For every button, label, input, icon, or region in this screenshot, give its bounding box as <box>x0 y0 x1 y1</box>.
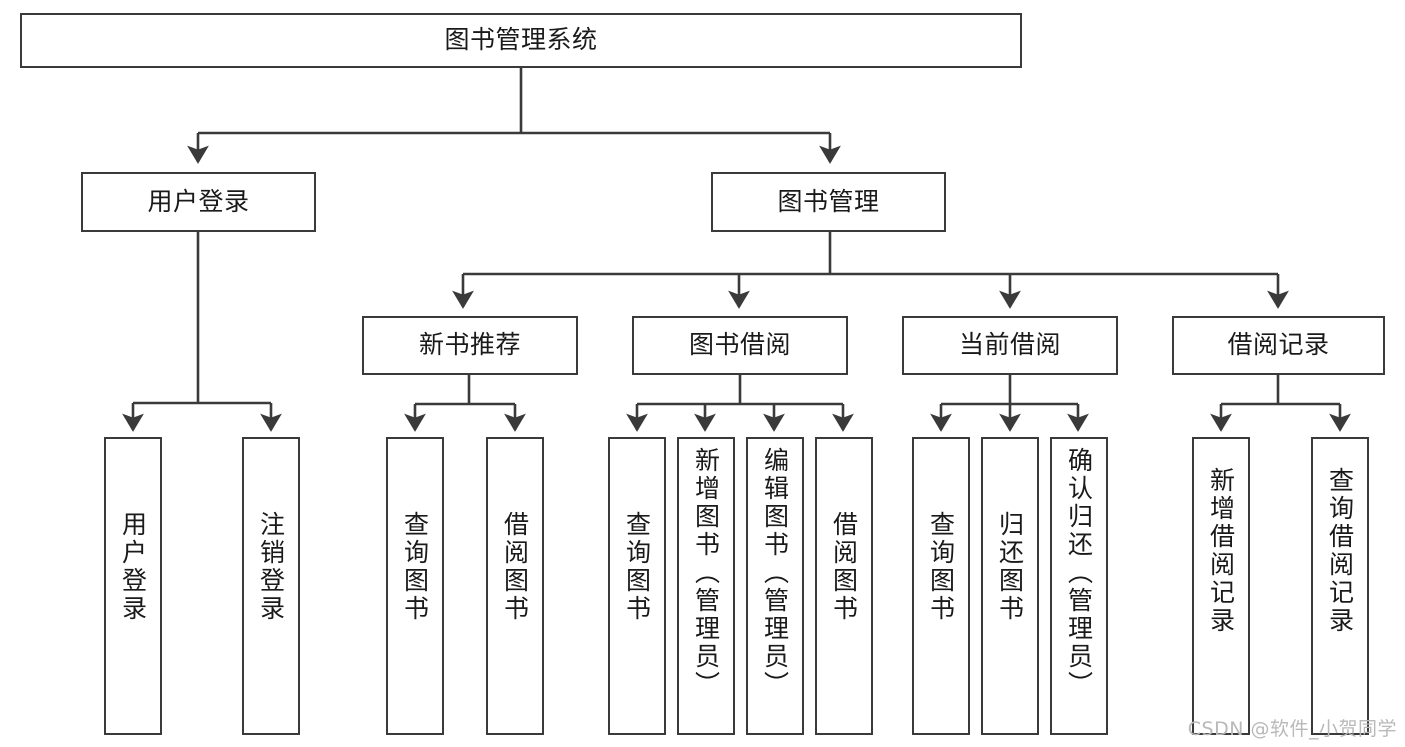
node-book-management[interactable]: 图书管理 <box>711 172 946 232</box>
node-book-borrow[interactable]: 图书借阅 <box>632 316 848 375</box>
leaf-borrow-record-add-label: 新增借阅记录 <box>1206 467 1236 635</box>
node-current-borrow-label: 当前借阅 <box>958 330 1061 360</box>
node-root-label: 图书管理系统 <box>444 25 598 55</box>
csdn-watermark: CSDN @软件_小贺同学 <box>1187 718 1397 740</box>
leaf-user-login-logout[interactable]: 注销登录 <box>242 437 300 735</box>
leaf-book-borrow-edit-label: 编辑图书（管理员） <box>760 447 790 699</box>
node-book-management-label: 图书管理 <box>777 186 880 216</box>
node-new-book-recommend[interactable]: 新书推荐 <box>362 316 578 375</box>
node-root[interactable]: 图书管理系统 <box>20 13 1022 68</box>
leaf-current-borrow-query[interactable]: 查询图书 <box>912 437 970 735</box>
leaf-book-borrow-query[interactable]: 查询图书 <box>608 437 666 735</box>
leaf-borrow-record-query-label: 查询借阅记录 <box>1325 467 1355 635</box>
leaf-current-borrow-confirm-return[interactable]: 确认归还（管理员） <box>1050 437 1108 735</box>
leaf-new-book-query-label: 查询图书 <box>400 511 430 623</box>
node-user-login-label: 用户登录 <box>147 186 250 216</box>
leaf-current-borrow-query-label: 查询图书 <box>926 511 956 623</box>
leaf-book-borrow-borrow[interactable]: 借阅图书 <box>815 437 873 735</box>
leaf-book-borrow-add-label: 新增图书（管理员） <box>691 447 721 699</box>
leaf-new-book-borrow-label: 借阅图书 <box>500 511 530 623</box>
leaf-user-login-login-label: 用户登录 <box>118 511 148 623</box>
node-new-book-recommend-label: 新书推荐 <box>418 330 521 360</box>
leaf-user-login-logout-label: 注销登录 <box>256 511 286 623</box>
leaf-book-borrow-edit[interactable]: 编辑图书（管理员） <box>746 437 804 735</box>
leaf-current-borrow-return[interactable]: 归还图书 <box>981 437 1039 735</box>
leaf-book-borrow-add[interactable]: 新增图书（管理员） <box>677 437 735 735</box>
node-current-borrow[interactable]: 当前借阅 <box>902 316 1118 375</box>
leaf-book-borrow-query-label: 查询图书 <box>622 511 652 623</box>
node-borrow-record-label: 借阅记录 <box>1227 330 1330 360</box>
leaf-current-borrow-confirm-return-label: 确认归还（管理员） <box>1064 447 1094 699</box>
leaf-borrow-record-add[interactable]: 新增借阅记录 <box>1192 437 1250 735</box>
leaf-borrow-record-query[interactable]: 查询借阅记录 <box>1311 437 1369 735</box>
leaf-new-book-query[interactable]: 查询图书 <box>386 437 444 735</box>
node-borrow-record[interactable]: 借阅记录 <box>1172 316 1385 375</box>
leaf-user-login-login[interactable]: 用户登录 <box>104 437 162 735</box>
leaf-book-borrow-borrow-label: 借阅图书 <box>829 511 859 623</box>
leaf-new-book-borrow[interactable]: 借阅图书 <box>486 437 544 735</box>
leaf-current-borrow-return-label: 归还图书 <box>995 511 1025 623</box>
node-user-login[interactable]: 用户登录 <box>81 172 316 232</box>
node-book-borrow-label: 图书借阅 <box>688 330 791 360</box>
